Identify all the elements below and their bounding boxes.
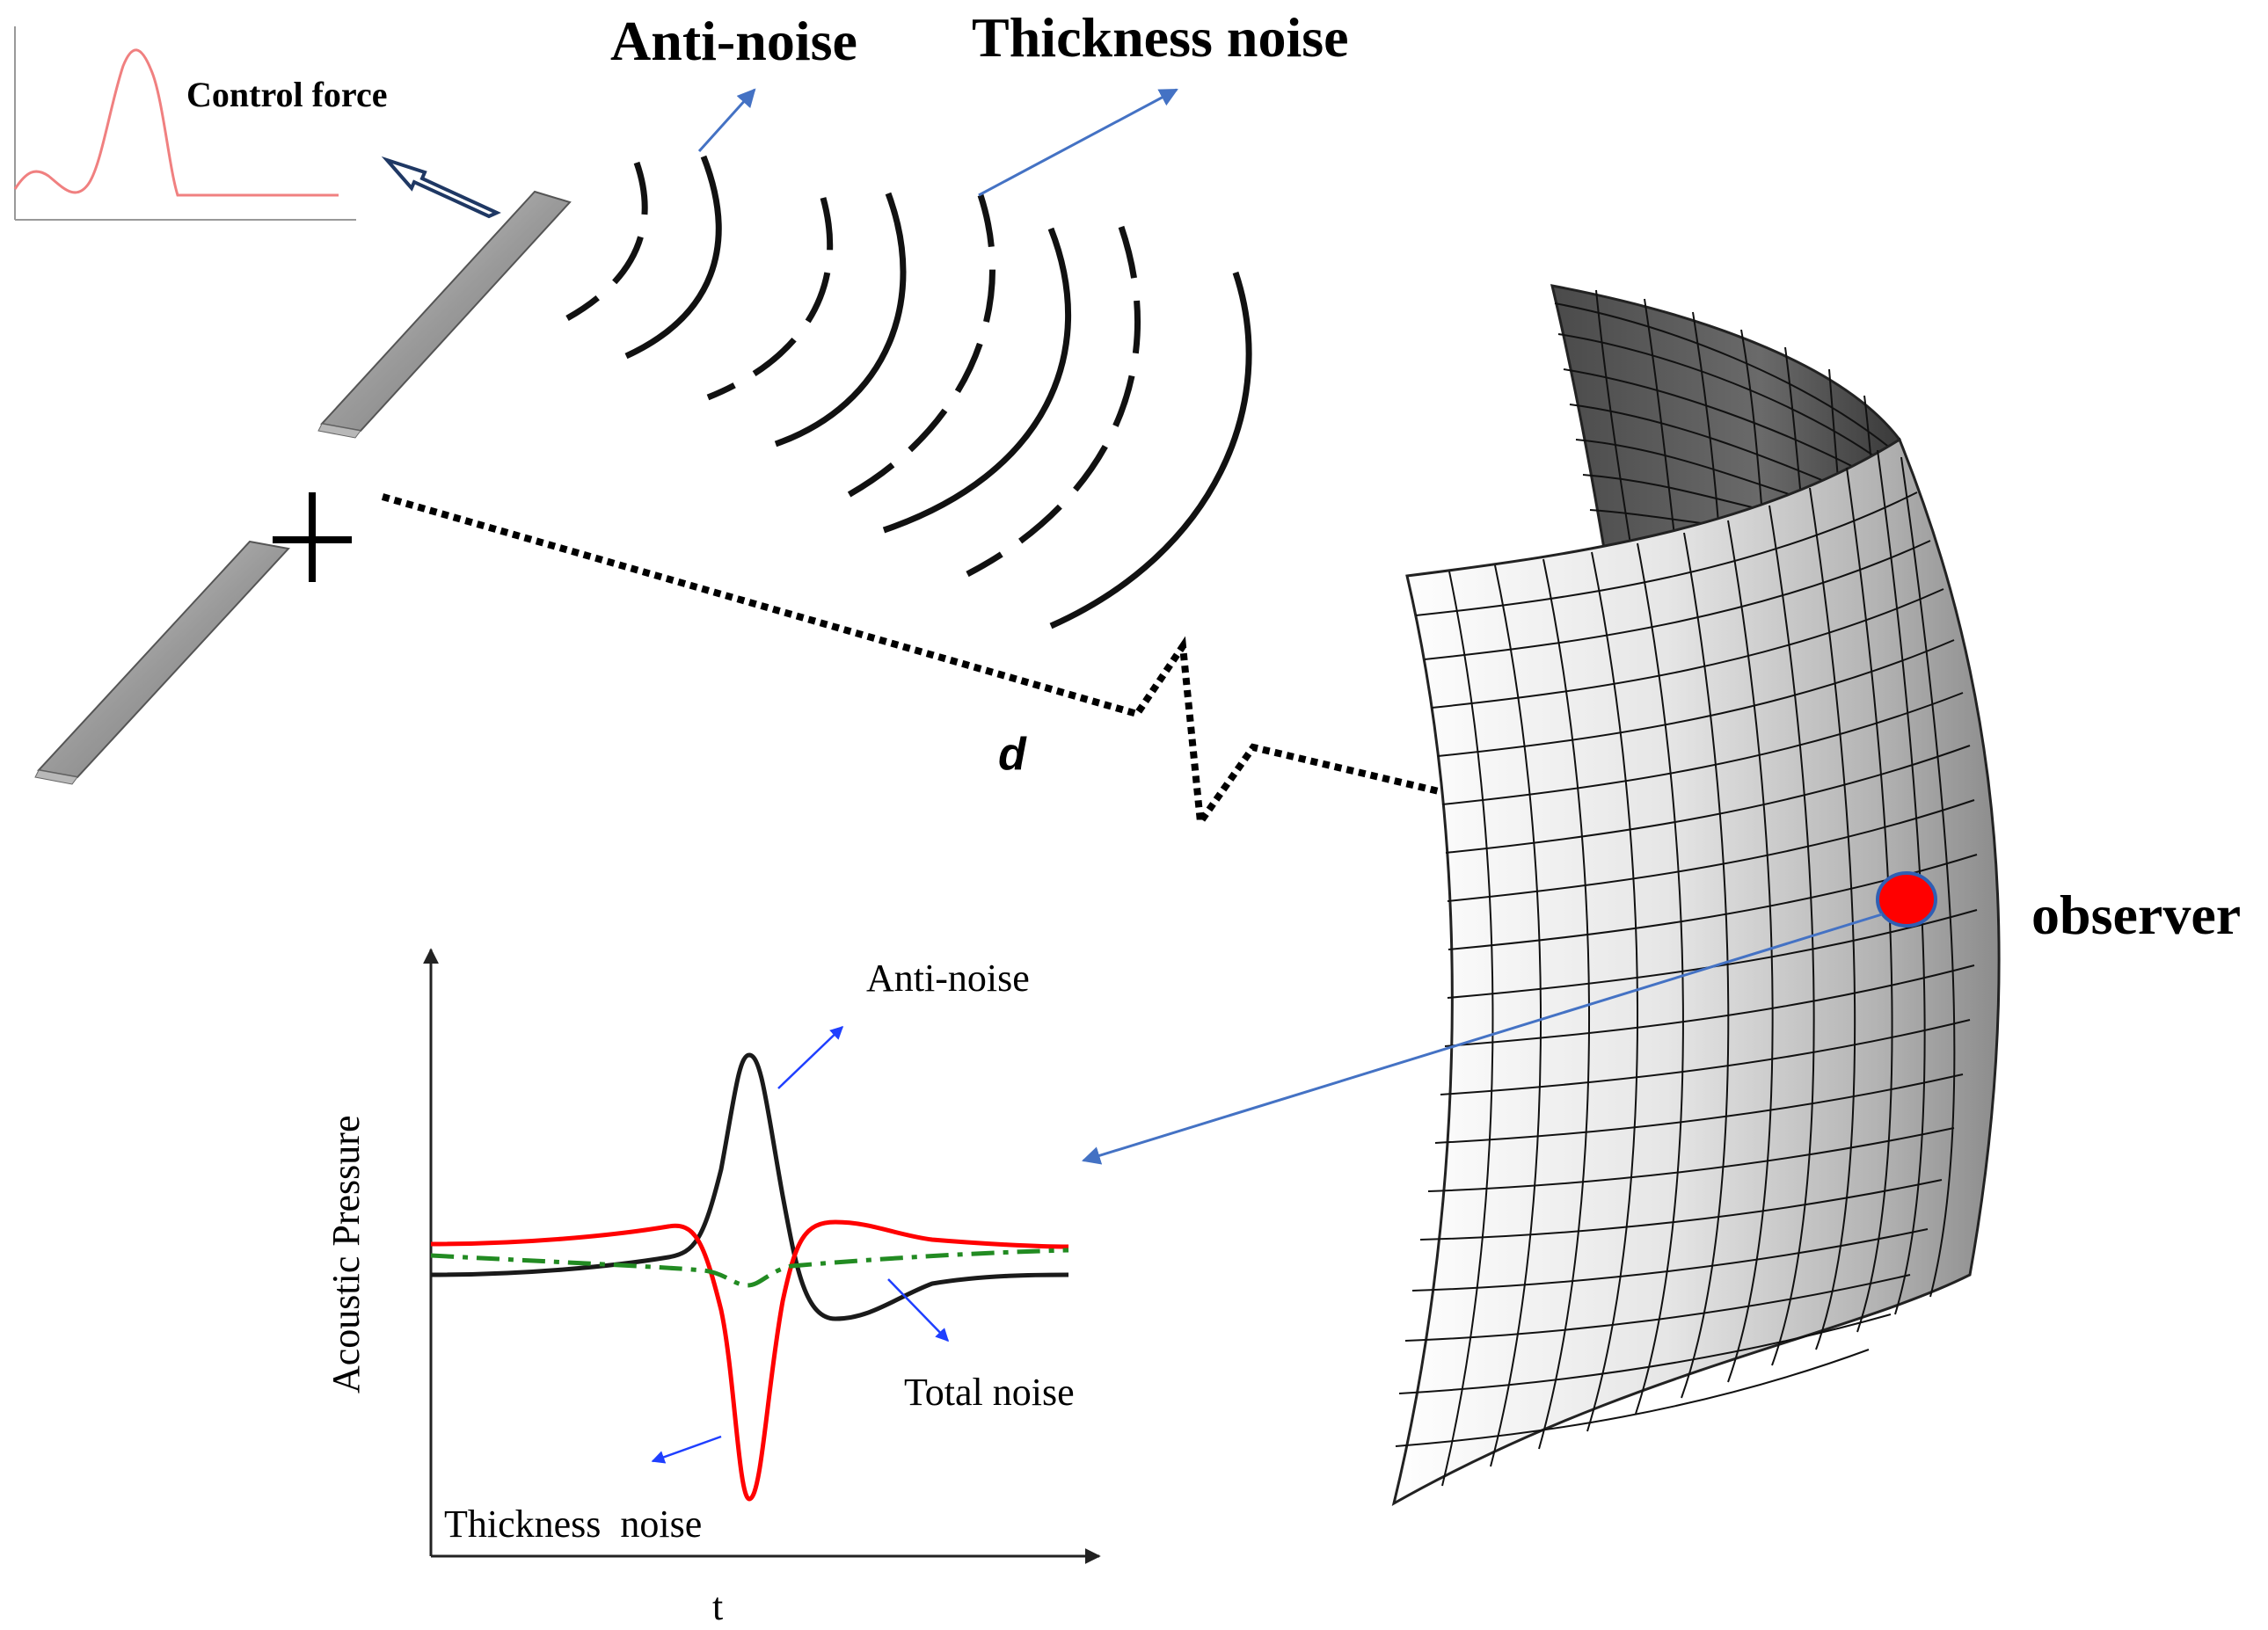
- sphere-front-grid: [1395, 449, 1978, 1487]
- wavefront-dashed-4: [966, 225, 1141, 578]
- wavefront-dashed-2: [706, 197, 834, 401]
- acoustic-pressure-plot: Anti-noise Total noise Thickness noise A…: [325, 948, 1101, 1628]
- anti-noise-pointer: [697, 88, 756, 153]
- control-force-inset: Control force: [13, 26, 387, 221]
- total-noise-curve: [430, 1248, 1069, 1288]
- wavefront-solid-4: [1049, 271, 1252, 629]
- thickness-noise-plot-pointer: [651, 1435, 722, 1464]
- wavefront-solid-3: [882, 227, 1071, 534]
- observer-to-plot-pointer: [1081, 913, 1883, 1165]
- control-force-label: Control force: [186, 75, 387, 114]
- thickness-noise-plot-label: Thickness noise: [444, 1503, 702, 1546]
- observer-label: observer: [2031, 884, 2241, 946]
- control-force-arrow: [381, 156, 501, 219]
- distance-label: d: [998, 729, 1027, 780]
- thickness-noise-curve: [430, 1219, 1069, 1502]
- rotor-blade-upper: [317, 190, 572, 439]
- total-noise-plot-pointer: [887, 1278, 950, 1343]
- sphere-back-grid: [1554, 289, 1892, 550]
- anti-noise-curve: [430, 1052, 1069, 1321]
- wavefront-dashed-1: [565, 161, 648, 322]
- distance-line: [381, 493, 1896, 903]
- thickness-noise-title: Thickness noise: [972, 6, 1349, 69]
- anti-noise-plot-pointer: [777, 1025, 844, 1089]
- anti-noise-title: Anti-noise: [610, 10, 857, 72]
- total-noise-plot-label: Total noise: [904, 1371, 1075, 1414]
- thickness-noise-pointer: [978, 88, 1178, 197]
- observer-point: [1876, 871, 1937, 928]
- y-axis-label: Acoustic Pressure: [325, 1116, 368, 1394]
- control-force-curve: [13, 48, 339, 197]
- rotor-blade-lower: [34, 540, 290, 785]
- wavefront-solid-1: [624, 155, 722, 360]
- wavefront-dashed-3: [832, 193, 995, 506]
- anti-noise-plot-label: Anti-noise: [866, 957, 1030, 1000]
- x-axis-label: t: [712, 1585, 723, 1628]
- rotor-hub-cross: [273, 492, 352, 582]
- wavefronts: [565, 155, 1252, 629]
- wavefront-solid-2: [774, 192, 907, 448]
